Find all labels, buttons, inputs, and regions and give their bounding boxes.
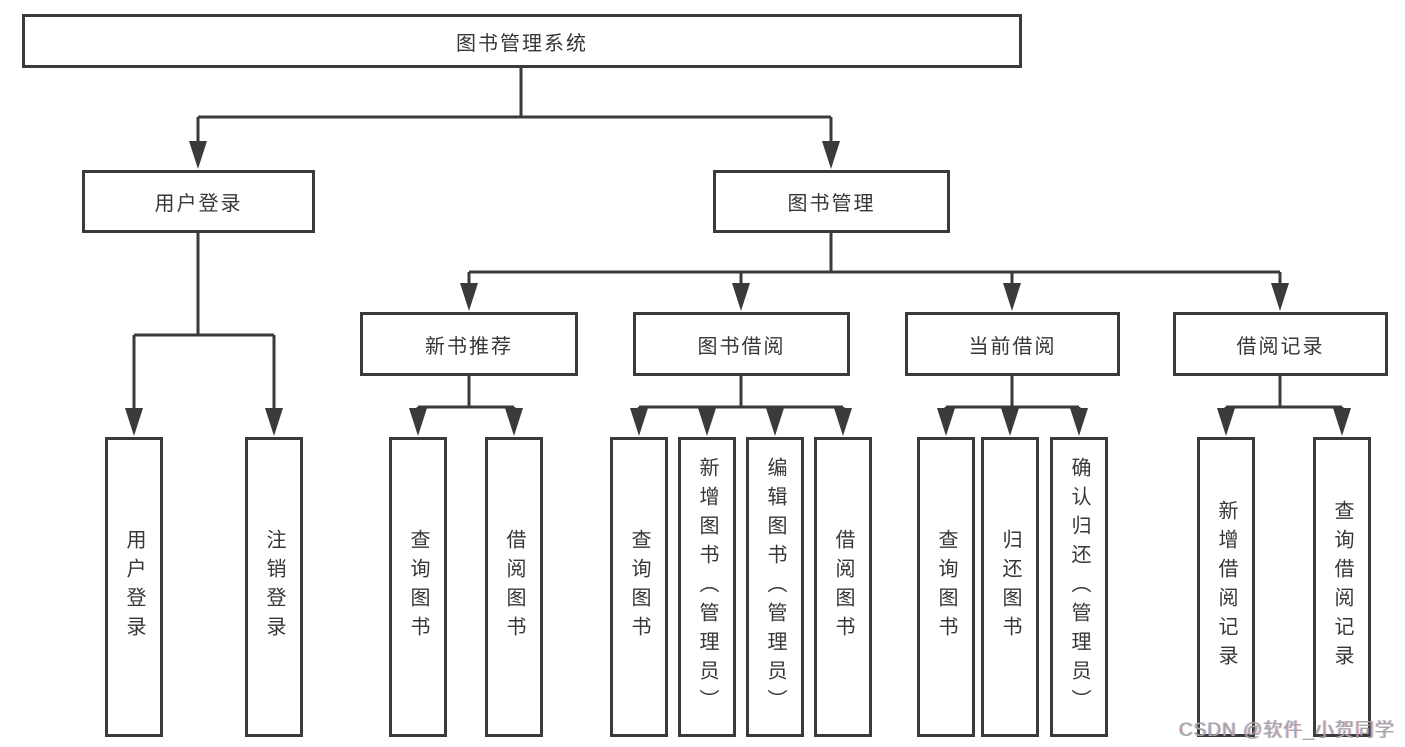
leaf-borrowing-borrow-books-label: 借阅图书 <box>832 529 854 645</box>
node-current-borrowing: 当前借阅 <box>905 312 1120 376</box>
node-user-login: 用户登录 <box>82 170 315 233</box>
leaf-records-query-record-label: 查询借阅记录 <box>1331 500 1353 674</box>
leaf-current-query-books: 查询图书 <box>917 437 975 737</box>
leaf-records-query-record: 查询借阅记录 <box>1313 437 1371 737</box>
leaf-recommend-borrow-books-label: 借阅图书 <box>503 529 525 645</box>
node-new-book-recommendation: 新书推荐 <box>360 312 578 376</box>
leaf-logout: 注销登录 <box>245 437 303 737</box>
node-book-borrowing: 图书借阅 <box>633 312 850 376</box>
leaf-borrowing-add-books-admin-label: 新增图书（管理员） <box>696 456 718 718</box>
leaf-user-login: 用户登录 <box>105 437 163 737</box>
leaf-borrowing-query-books-label: 查询图书 <box>628 529 650 645</box>
leaf-records-add-record-label: 新增借阅记录 <box>1215 500 1237 674</box>
leaf-borrowing-borrow-books: 借阅图书 <box>814 437 872 737</box>
leaf-current-return-books: 归还图书 <box>981 437 1039 737</box>
leaf-user-login-label: 用户登录 <box>123 529 145 645</box>
leaf-borrowing-add-books-admin: 新增图书（管理员） <box>678 437 736 737</box>
leaf-current-confirm-return-admin-label: 确认归还（管理员） <box>1068 456 1090 718</box>
leaf-records-add-record: 新增借阅记录 <box>1197 437 1255 737</box>
leaf-current-query-books-label: 查询图书 <box>935 529 957 645</box>
leaf-current-return-books-label: 归还图书 <box>999 529 1021 645</box>
leaf-borrowing-edit-books-admin-label: 编辑图书（管理员） <box>764 456 786 718</box>
watermark: CSDN @软件_小贺同学 <box>1179 720 1395 741</box>
leaf-recommend-query-books-label: 查询图书 <box>407 529 429 645</box>
leaf-current-confirm-return-admin: 确认归还（管理员） <box>1050 437 1108 737</box>
leaf-recommend-borrow-books: 借阅图书 <box>485 437 543 737</box>
node-library-management-system: 图书管理系统 <box>22 14 1022 68</box>
node-book-management: 图书管理 <box>713 170 950 233</box>
leaf-logout-label: 注销登录 <box>263 529 285 645</box>
arrowheads <box>125 141 1351 436</box>
leaf-borrowing-query-books: 查询图书 <box>610 437 668 737</box>
node-borrowing-records: 借阅记录 <box>1173 312 1388 376</box>
leaf-recommend-query-books: 查询图书 <box>389 437 447 737</box>
leaf-borrowing-edit-books-admin: 编辑图书（管理员） <box>746 437 804 737</box>
